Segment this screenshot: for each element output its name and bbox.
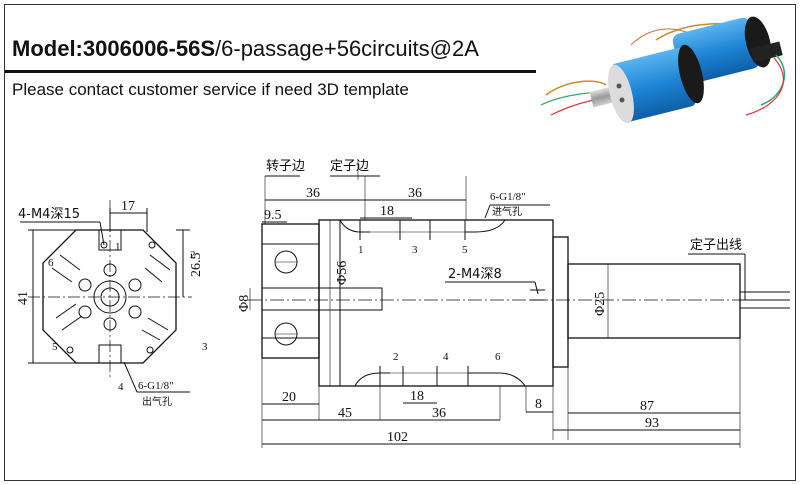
dim-102: 102 <box>387 430 408 445</box>
dim-36-b: 36 <box>408 186 422 201</box>
dim-phi56: Φ56 <box>335 261 350 285</box>
dim-36-a: 36 <box>306 186 320 201</box>
model-title: Model:3006006-56S/6-passage+56circuits@2… <box>12 36 479 62</box>
dim-18-top: 18 <box>380 204 394 219</box>
model-number: 3006006-56S <box>82 36 216 61</box>
port-label: 5 <box>462 244 468 256</box>
annotation-labels: 转子边 定子边 定子出线 6-G1/8" 进气孔 6-G1/8" 出气孔 4-M… <box>18 159 742 408</box>
port-label: 1 <box>115 241 121 253</box>
port-label: 1 <box>358 244 364 256</box>
port-label: 2 <box>393 351 399 363</box>
port-label: 6 <box>495 351 501 363</box>
front-port-labels: 1 2 3 4 5 6 <box>48 241 208 393</box>
dim-8: 8 <box>535 397 542 412</box>
dim-18-bottom: 18 <box>410 389 424 404</box>
front-view <box>20 200 192 393</box>
model-spec: /6-passage+56circuits@2A <box>215 36 479 61</box>
photo-unit-front <box>540 44 704 124</box>
side-view <box>248 160 790 448</box>
dim-phi25: Φ25 <box>593 292 608 316</box>
dim-45: 45 <box>338 406 352 421</box>
vent-bottom-cn-label: 出气孔 <box>142 395 172 408</box>
side-port-labels: 1 3 5 2 4 6 <box>358 244 501 363</box>
port-label: 4 <box>118 381 124 393</box>
stator-side-label: 定子边 <box>330 159 369 174</box>
dim-phi8: Φ8 <box>237 295 252 312</box>
stator-outlet-label: 定子出线 <box>690 238 742 253</box>
contact-note: Please contact customer service if need … <box>12 80 409 99</box>
port-label: 6 <box>48 257 54 269</box>
dimension-labels: 17 26.5 41 9.5 36 36 18 Φ56 Φ8 Φ25 20 45… <box>16 186 659 445</box>
port-label: 4 <box>443 351 449 363</box>
dim-17: 17 <box>121 199 135 214</box>
rotor-side-label: 转子边 <box>266 159 305 174</box>
product-photo <box>540 16 786 124</box>
model-prefix: Model: <box>12 36 83 61</box>
dim-36-bottom: 36 <box>432 406 446 421</box>
dim-93: 93 <box>645 416 659 431</box>
title-underline <box>5 70 536 73</box>
port-label: 3 <box>202 341 208 353</box>
dim-20: 20 <box>282 390 296 405</box>
port-label: 3 <box>412 244 418 256</box>
vent-bottom-label: 6-G1/8" <box>138 380 174 392</box>
m4-side-label: 2-M4深8 <box>448 267 502 282</box>
vent-top-label: 6-G1/8" <box>490 191 526 203</box>
port-label: 5 <box>52 341 58 353</box>
vent-top-cn-label: 进气孔 <box>492 205 522 218</box>
dim-87: 87 <box>640 399 654 414</box>
dim-26-5: 26.5 <box>189 253 204 278</box>
dim-9-5: 9.5 <box>264 208 282 223</box>
drawing-frame <box>4 4 796 481</box>
port-label: 2 <box>190 249 196 261</box>
m4-front-label: 4-M4深15 <box>18 207 80 222</box>
dim-41: 41 <box>16 291 31 305</box>
